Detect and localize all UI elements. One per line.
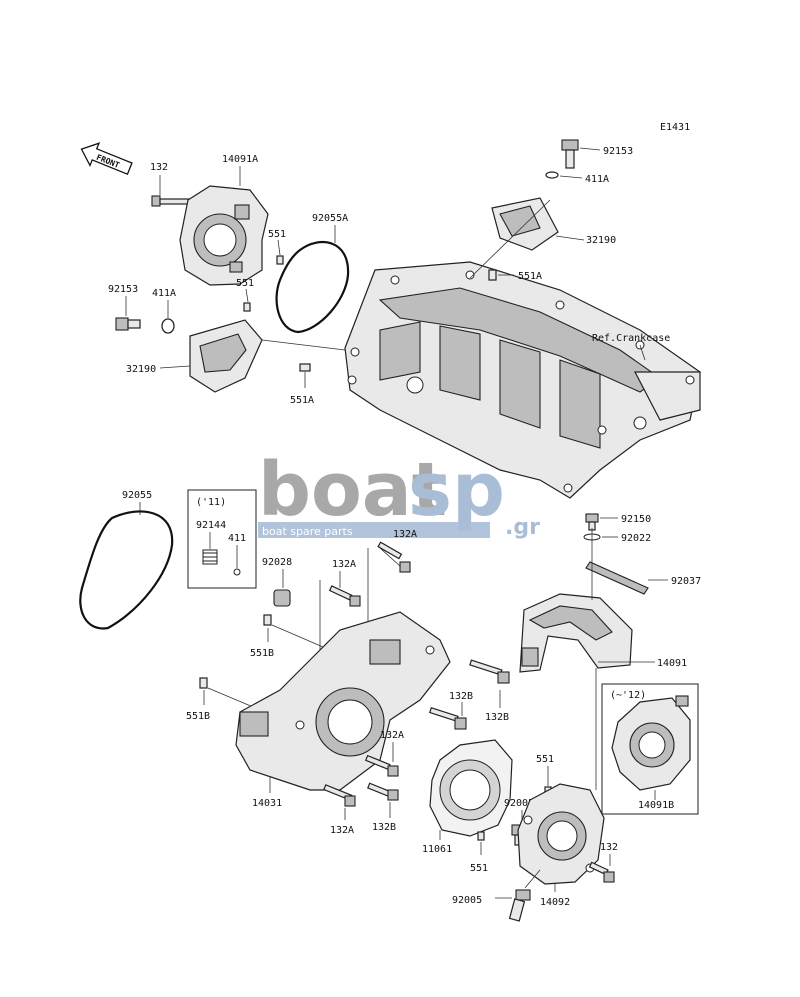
cover-14091 (519, 593, 633, 673)
label-132A-1: 132A (393, 529, 417, 540)
label-551-c: 551 (536, 754, 554, 765)
note-to12: (~'12) (610, 690, 646, 701)
label-14091: 14091 (657, 658, 687, 669)
gasket-92055 (79, 510, 174, 630)
cover-14092 (517, 783, 605, 885)
label-32190-left: 32190 (126, 364, 156, 375)
label-411A-top: 411A (585, 174, 609, 185)
label-551B-2: 551B (186, 711, 210, 722)
washer-411 (233, 568, 241, 576)
label-92153-left: 92153 (108, 284, 138, 295)
washer-411A-top (545, 171, 559, 179)
label-132A-4: 132A (330, 825, 354, 836)
bolt-92153-top (561, 139, 579, 169)
dowel-551B-1 (263, 614, 272, 626)
label-14092: 14092 (540, 897, 570, 908)
variant-box-12 (601, 683, 699, 815)
label-132B-2: 132B (449, 691, 473, 702)
band-92037 (585, 561, 649, 595)
bolt-92150 (585, 513, 599, 531)
bracket-32190-left (189, 319, 263, 393)
label-92005-2: 92005 (452, 895, 482, 906)
case-14031 (235, 611, 451, 791)
dowel-551A-top (488, 269, 497, 281)
label-132A-3: 132A (380, 730, 404, 741)
label-551-b: 551 (236, 278, 254, 289)
crankcase-body (344, 261, 701, 499)
watermark-suffix: .gr (505, 515, 540, 540)
label-132-top: 132 (150, 162, 168, 173)
diagram-code: E1431 (660, 122, 690, 133)
plug-92028 (273, 589, 291, 607)
gasket-92055A (275, 241, 350, 334)
cover-14091B (611, 695, 691, 791)
label-14091A: 14091A (222, 154, 258, 165)
label-92005-1: 92005 (504, 798, 534, 809)
label-92144: 92144 (196, 520, 226, 531)
bolt-132B-2 (429, 707, 467, 730)
label-11061: 11061 (422, 844, 452, 855)
label-132-bottom: 132 (600, 842, 618, 853)
label-92150: 92150 (621, 514, 651, 525)
label-132A-2: 132A (332, 559, 356, 570)
washer-411A-left (161, 318, 175, 334)
label-411A-left: 411A (152, 288, 176, 299)
note-y11: ('11) (196, 497, 226, 508)
bolt-132B-1 (469, 659, 510, 684)
label-551-d: 551 (470, 863, 488, 874)
gasket-11061 (429, 739, 513, 837)
label-14091B: 14091B (638, 800, 674, 811)
label-551-a: 551 (268, 229, 286, 240)
cover-14091A (179, 185, 269, 286)
dowel-551A-left (299, 363, 311, 372)
label-14031: 14031 (252, 798, 282, 809)
label-92153-top: 92153 (603, 146, 633, 157)
bolt-132A-1 (377, 541, 411, 573)
label-551A-top: 551A (518, 271, 542, 282)
label-132B-3: 132B (372, 822, 396, 833)
label-551B-1: 551B (250, 648, 274, 659)
watermark-brand-right: sp (408, 447, 505, 533)
label-92022: 92022 (621, 533, 651, 544)
variant-box-11 (187, 489, 257, 589)
label-411: 411 (228, 533, 246, 544)
dowel-551B-2 (199, 677, 208, 689)
label-92055: 92055 (122, 490, 152, 501)
dowel-551-d (477, 831, 485, 841)
front-arrow-icon: FRONT (80, 142, 133, 176)
bolt-132A-4 (323, 784, 356, 807)
ref-crankcase-label: Ref.Crankcase (592, 333, 670, 344)
watermark-brand-left: boat (258, 447, 447, 533)
bolt-132A-3 (364, 754, 399, 777)
spring-92144 (202, 549, 218, 565)
label-92037: 92037 (671, 576, 701, 587)
fitting-92005-2 (508, 889, 531, 922)
bolt-132A-2 (328, 585, 361, 607)
watermark-logo: boat sp .gr boat spare parts (258, 447, 540, 540)
dowel-551-b (243, 302, 251, 312)
label-92028: 92028 (262, 557, 292, 568)
watermark-tagline: boat spare parts (262, 525, 353, 538)
label-92055A: 92055A (312, 213, 348, 224)
label-32190-top: 32190 (586, 235, 616, 246)
label-551A-left: 551A (290, 395, 314, 406)
bolt-92153-left (115, 317, 141, 331)
dowel-551-a (276, 255, 284, 265)
bolt-132B-3 (367, 782, 399, 801)
bolt-132-top (151, 195, 191, 207)
bolt-132-bottom (588, 861, 615, 883)
label-132B-1: 132B (485, 712, 509, 723)
